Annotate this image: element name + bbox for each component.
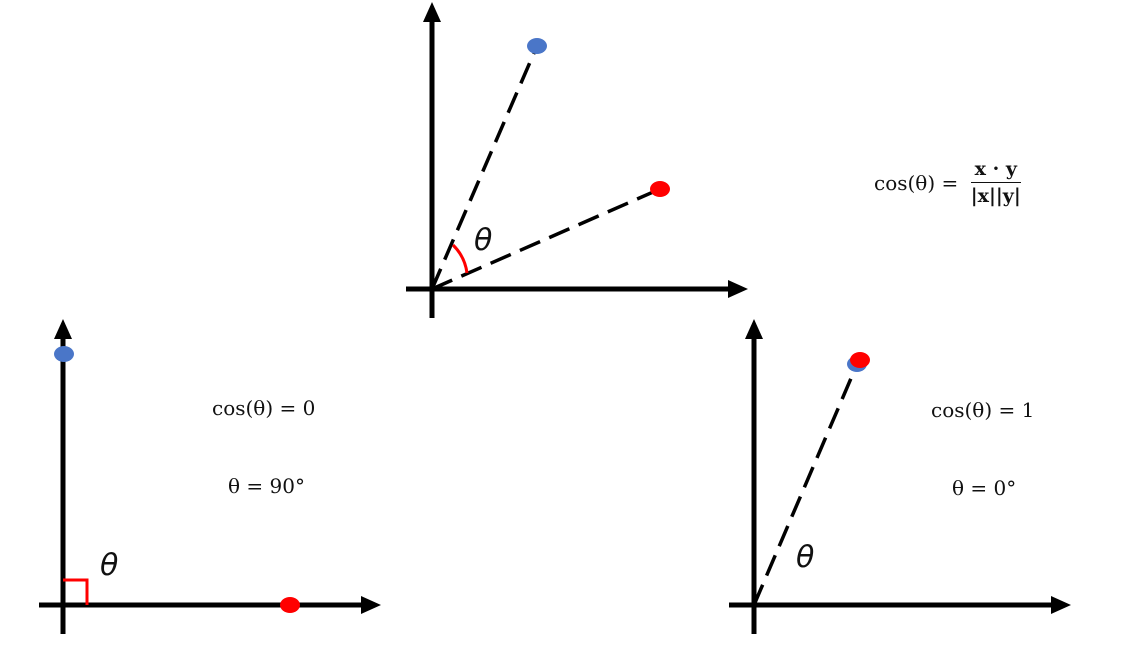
- theta-label: θ: [474, 223, 492, 258]
- vector-dashed: [752, 361, 860, 606]
- formula-numerator: x · y: [970, 160, 1021, 183]
- point-x: [527, 38, 547, 54]
- x-axis-arrowhead: [1051, 596, 1071, 614]
- parallel-angle-text: θ = 0°: [952, 476, 1017, 500]
- point-y: [650, 181, 670, 197]
- vector-x-dashed: [430, 45, 539, 290]
- cosine-similarity-formula: cos(θ) = x · y |x||y|: [874, 160, 1021, 206]
- y-axis-arrowhead: [54, 319, 72, 339]
- theta-label: θ: [100, 548, 118, 583]
- x-axis-arrowhead: [728, 280, 748, 298]
- orthogonal-angle-text: θ = 90°: [228, 474, 305, 498]
- parallel-panel: θ: [729, 319, 1071, 634]
- point-y: [850, 352, 870, 368]
- orthogonal-panel: θ: [39, 319, 381, 634]
- formula-lhs: cos(θ) =: [874, 171, 959, 195]
- point-x: [54, 346, 74, 362]
- x-axis-arrowhead: [361, 596, 381, 614]
- right-angle-marker: [63, 578, 89, 605]
- vector-y-dashed: [431, 187, 661, 291]
- parallel-cos-text: cos(θ) = 1: [931, 398, 1035, 422]
- theta-label: θ: [796, 540, 814, 575]
- angle-arc: [451, 243, 469, 274]
- formula-denominator: |x||y|: [970, 185, 1021, 207]
- general-angle-panel: θ: [406, 2, 748, 318]
- y-axis-arrowhead: [745, 319, 763, 339]
- point-y: [280, 597, 300, 613]
- y-axis-arrowhead: [423, 2, 441, 22]
- formula-fraction: x · y |x||y|: [970, 160, 1021, 207]
- orthogonal-cos-text: cos(θ) = 0: [212, 396, 316, 420]
